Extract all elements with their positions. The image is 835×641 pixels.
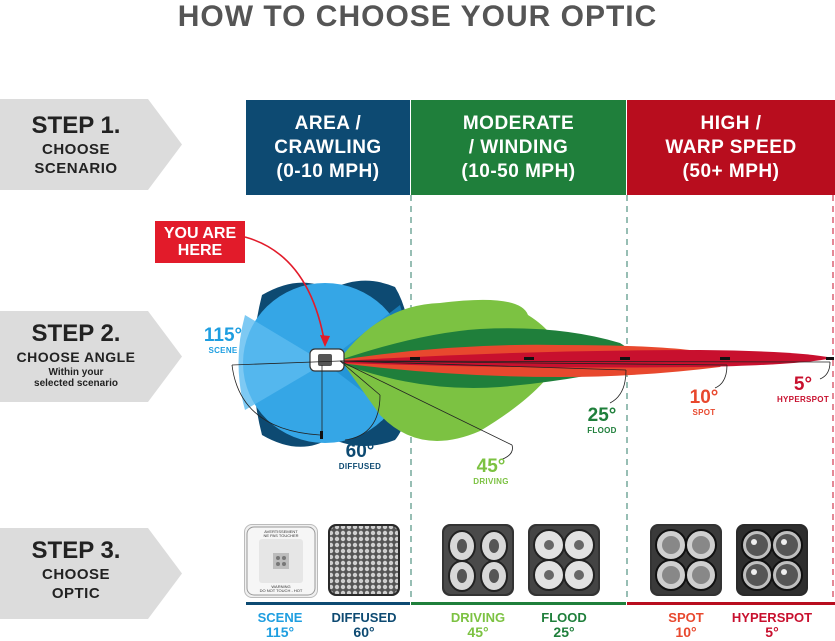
optic-spot-degree: 10° — [675, 624, 697, 640]
angle-flood-number: 25° — [587, 405, 617, 426]
you-are-here-line-2: HERE — [177, 242, 223, 259]
step-1-sub-2: SCENARIO — [34, 160, 118, 177]
optic-spot-label: SPOT — [668, 610, 704, 625]
step-2-tiny-1: Within your — [48, 367, 104, 378]
scenario-high-line-1: HIGH / — [700, 112, 762, 134]
scenario-area-line-2: CRAWLING — [274, 136, 382, 158]
optic-scene-top-text-2: NE PAS TOUCHER — [263, 533, 298, 538]
angle-spot-number: 10° — [689, 387, 719, 408]
you-are-here-arrowhead — [320, 335, 330, 347]
optic-hyperspot-graphic — [738, 526, 806, 594]
step-2-sub-1: CHOOSE ANGLE — [16, 349, 136, 365]
angle-scene-label: SCENE — [208, 346, 238, 355]
optic-scene-caption: SCENE 115° — [240, 611, 320, 640]
step-3-heading: STEP 3. — [31, 537, 121, 564]
optic-spot-caption: SPOT 10° — [646, 611, 726, 640]
step-3-arrow — [0, 528, 182, 619]
scenario-high-warp: HIGH / WARP SPEED (50+ MPH) — [627, 100, 835, 195]
scene-beam-left-highlight — [238, 315, 325, 410]
angle-driving-label: DRIVING — [473, 477, 509, 486]
scenario-area-crawling: AREA / CRAWLING (0-10 MPH) — [246, 100, 410, 195]
optic-rule-area — [246, 602, 410, 605]
optic-diffused-graphic — [330, 526, 398, 594]
optic-scene-degree: 115° — [265, 624, 295, 640]
you-are-here-line-1: YOU ARE — [163, 225, 237, 242]
step-1-label: STEP 1. CHOOSE SCENARIO — [0, 112, 152, 178]
optic-flood-image — [528, 524, 600, 596]
angle-hyperspot: 5° HYPERSPOT — [774, 374, 832, 405]
page-title: HOW TO CHOOSE YOUR OPTIC — [177, 0, 658, 33]
angle-hyperspot-number: 5° — [793, 374, 813, 395]
step-1-arrow — [0, 99, 182, 190]
optic-rule-high — [627, 602, 835, 605]
angle-diffused-number: 60° — [345, 441, 375, 462]
angle-lines — [231, 360, 831, 461]
step-2-tiny-2: selected scenario — [34, 378, 118, 389]
optic-diffused-degree: 60° — [353, 624, 375, 640]
angle-scene-number: 115° — [203, 325, 243, 346]
scenario-high-line-3: (50+ MPH) — [682, 160, 780, 182]
optic-spot-graphic — [652, 526, 720, 594]
optic-hyperspot-label: HYPERSPOT — [731, 610, 813, 625]
you-are-here-arrow — [244, 236, 326, 346]
optic-spot-image — [650, 524, 722, 596]
scenario-moderate-winding: MODERATE / WINDING (10-50 MPH) — [411, 100, 626, 195]
optic-diffused-label: DIFFUSED — [331, 610, 397, 625]
angle-hyperspot-label: HYPERSPOT — [776, 395, 830, 404]
angle-flood: 25° FLOOD — [580, 405, 624, 436]
angle-diffused: 60° DIFFUSED — [335, 441, 385, 472]
beam-markers — [320, 357, 834, 439]
optic-flood-label: FLOOD — [541, 610, 587, 625]
optic-rule-moderate — [411, 602, 626, 605]
angle-diffused-label: DIFFUSED — [338, 462, 382, 471]
vehicle-roof — [318, 354, 332, 366]
scenario-area-line-1: AREA / — [294, 112, 362, 134]
scenario-moderate-line-1: MODERATE — [462, 112, 575, 134]
optic-flood-graphic — [530, 526, 598, 594]
optic-driving-label: DRIVING — [450, 610, 506, 625]
optic-flood-caption: FLOOD 25° — [524, 611, 604, 640]
step-3-sub-2: OPTIC — [51, 585, 101, 602]
optic-scene-top-text-1: AVERTISSEMENT — [264, 529, 298, 534]
optic-diffused-caption: DIFFUSED 60° — [324, 611, 404, 640]
optic-scene-bottom-text-1: WARNING — [271, 584, 290, 589]
angle-flood-label: FLOOD — [587, 426, 617, 435]
you-are-here-badge: YOU ARE HERE — [155, 221, 245, 263]
optic-scene-label: SCENE — [257, 610, 303, 625]
optic-scene-image: AVERTISSEMENT NE PAS TOUCHER WARNING DO … — [244, 524, 318, 598]
optic-hyperspot-caption: HYPERSPOT 5° — [728, 611, 816, 640]
scenario-high-line-2: WARP SPEED — [665, 136, 797, 158]
step-1-heading: STEP 1. — [31, 112, 121, 139]
hyperspot-beam — [340, 350, 833, 368]
optic-hyperspot-degree: 5° — [765, 624, 779, 640]
angle-driving-number: 45° — [476, 456, 506, 477]
scenario-area-line-3: (0-10 MPH) — [276, 160, 380, 182]
step-2-label: STEP 2. CHOOSE ANGLE Within your selecte… — [0, 320, 152, 389]
step-1-sub-1: CHOOSE — [41, 141, 110, 158]
angle-spot: 10° SPOT — [684, 387, 724, 418]
optic-driving-image — [442, 524, 514, 596]
optic-flood-degree: 25° — [553, 624, 575, 640]
optic-driving-degree: 45° — [467, 624, 489, 640]
angle-spot-label: SPOT — [692, 408, 716, 417]
optic-driving-graphic — [444, 526, 512, 594]
optic-scene-graphic: AVERTISSEMENT NE PAS TOUCHER WARNING DO … — [246, 526, 316, 596]
step-3-sub-1: CHOOSE — [41, 566, 110, 583]
step-2-heading: STEP 2. — [31, 320, 121, 347]
angle-driving: 45° DRIVING — [466, 456, 516, 487]
optic-driving-caption: DRIVING 45° — [438, 611, 518, 640]
optic-diffused-image — [328, 524, 400, 596]
scenario-moderate-line-2: / WINDING — [468, 136, 569, 158]
beam-diagram — [231, 195, 834, 600]
step-3-label: STEP 3. CHOOSE OPTIC — [0, 537, 152, 603]
angle-scene: 115° SCENE — [203, 325, 243, 356]
scenario-moderate-line-3: (10-50 MPH) — [461, 160, 576, 182]
step-2-arrow — [0, 311, 182, 402]
optic-scene-bottom-text-2: DO NOT TOUCH - HOT — [260, 588, 303, 593]
optic-hyperspot-image — [736, 524, 808, 596]
